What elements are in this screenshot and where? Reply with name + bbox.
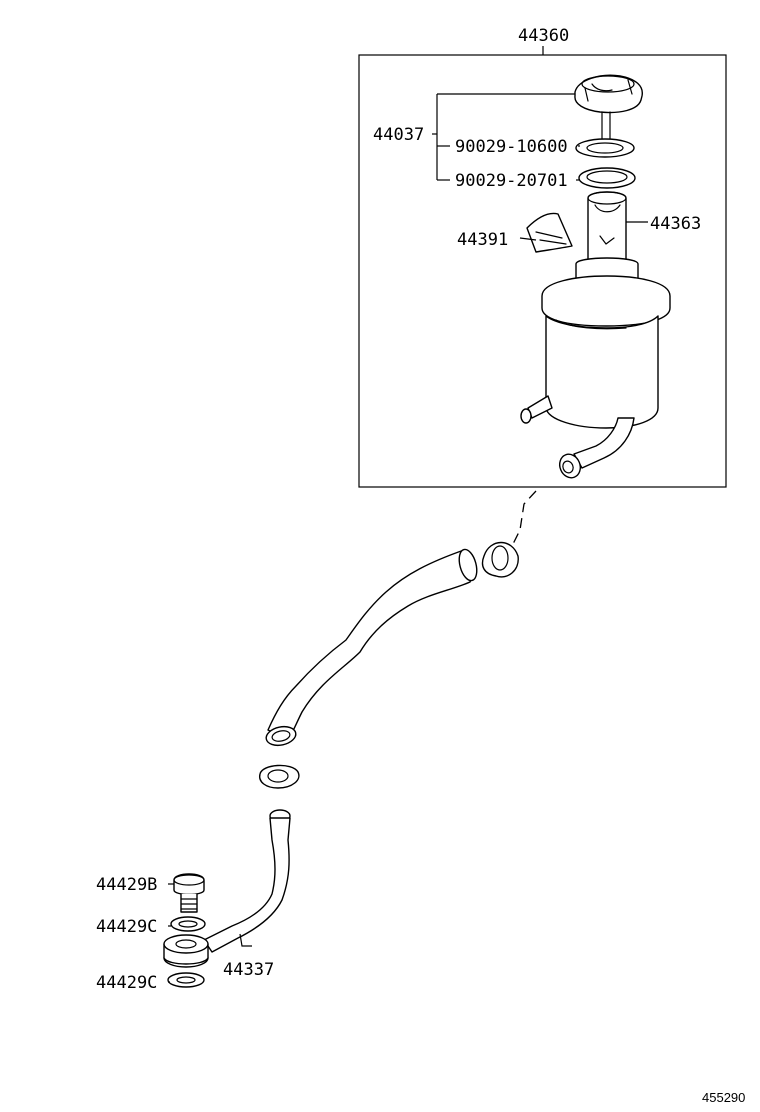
connection-dashed-line xyxy=(511,490,537,547)
reservoir-bottom-outlet xyxy=(558,417,635,479)
reservoir-tank xyxy=(541,257,671,429)
label-sticker xyxy=(519,212,573,253)
metal-tube xyxy=(203,809,291,953)
label-figure-code: 455290 xyxy=(702,1090,745,1105)
gasket-lower xyxy=(576,167,636,189)
hose-clip-lower xyxy=(259,764,300,789)
union-bolt xyxy=(168,873,205,913)
label-washer-lower: 44429C xyxy=(96,973,157,993)
label-sticker: 44391 xyxy=(457,230,508,250)
label-bolt: 44429B xyxy=(96,875,157,895)
hose-clip-upper xyxy=(481,541,519,578)
label-washer-upper: 44429C xyxy=(96,917,157,937)
label-strainer: 44363 xyxy=(650,214,701,234)
washer-upper xyxy=(168,916,206,932)
label-tube: 44337 xyxy=(223,960,274,980)
assembly-box xyxy=(358,54,727,488)
tube-leader xyxy=(239,933,252,947)
label-gasket-upper: 90029-10600 xyxy=(455,137,568,157)
reservoir-side-outlet xyxy=(520,395,553,424)
cap-group-bracket xyxy=(432,93,578,181)
gasket-upper xyxy=(575,138,635,158)
return-hose xyxy=(265,548,478,747)
label-cap-group: 44037 xyxy=(373,125,424,145)
label-assembly: 44360 xyxy=(518,26,569,46)
label-gasket-lower: 90029-20701 xyxy=(455,171,568,191)
banjo-fitting xyxy=(163,934,209,968)
strainer xyxy=(587,191,648,269)
reservoir-cap xyxy=(574,74,643,143)
washer-lower xyxy=(167,972,205,988)
